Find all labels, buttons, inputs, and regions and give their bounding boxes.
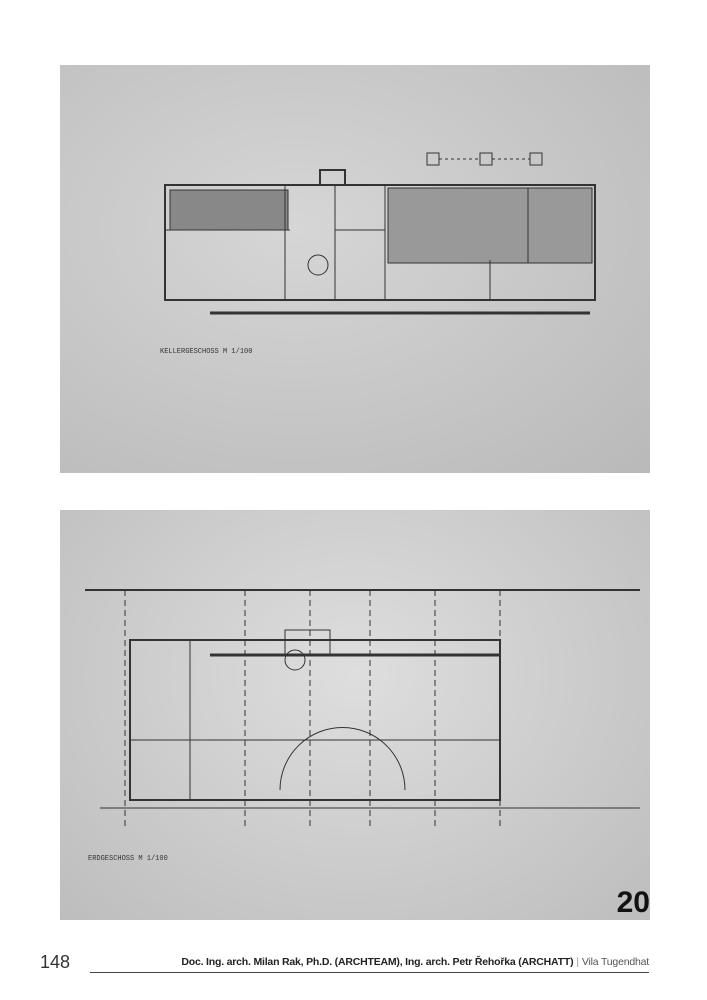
sheet-number: 20 [616, 886, 650, 919]
ground-floor-plan-label: ERDGESCHOSS M 1/100 [88, 855, 168, 863]
footer-authors: Doc. Ing. arch. Milan Rak, Ph.D. (ARCHTE… [181, 956, 574, 968]
running-footer: Doc. Ing. arch. Milan Rak, Ph.D. (ARCHTE… [181, 956, 649, 968]
basement-plan-scan: KELLERGESCHOSS M 1/100 [60, 65, 650, 473]
footer-separator: | [576, 956, 579, 968]
basement-plan-label: KELLERGESCHOSS M 1/100 [160, 348, 253, 356]
ground-floor-plan-drawing [85, 589, 640, 830]
ground-floor-plan-scan: ERDGESCHOSS M 1/100 20 [60, 510, 650, 920]
footer-rule [90, 972, 649, 973]
footer-publication: Vila Tugendhat [581, 956, 649, 968]
basement-plan-drawing [164, 152, 596, 315]
page-number: 148 [40, 952, 71, 972]
